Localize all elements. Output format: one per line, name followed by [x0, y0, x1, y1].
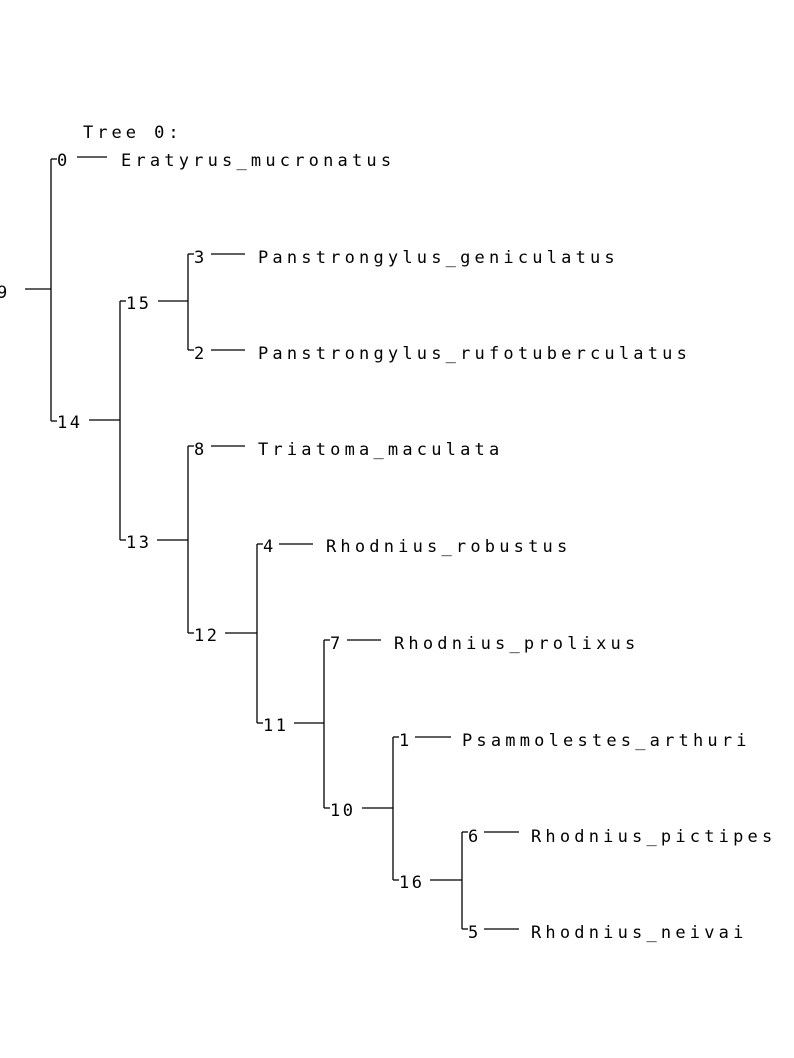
- leaf-number-7: 7: [330, 634, 343, 654]
- taxon-label-eratyrus-mucronatus: Eratyrus_mucronatus: [121, 151, 395, 171]
- taxon-label-psammolestes-arthuri: Psammolestes_arthuri: [462, 731, 751, 751]
- taxon-label-rhodnius-pictipes: Rhodnius_pictipes: [531, 827, 776, 847]
- leaf-number-6: 6: [468, 827, 481, 847]
- taxon-labels: Eratyrus_mucronatus Panstrongylus_genicu…: [121, 151, 776, 943]
- leaf-node-numbers: 0 3 2 8 4 7 1 6 5: [57, 151, 481, 943]
- node-label-12: 12: [194, 626, 219, 646]
- node-label-14: 14: [57, 413, 82, 433]
- taxon-label-panstrongylus-rufotuberculatus: Panstrongylus_rufotuberculatus: [258, 344, 691, 364]
- node-label-16: 16: [399, 873, 424, 893]
- leaf-number-0: 0: [57, 151, 70, 171]
- node-label-11: 11: [263, 716, 288, 736]
- taxon-label-rhodnius-robustus: Rhodnius_robustus: [326, 537, 571, 557]
- leaf-number-1: 1: [399, 731, 412, 751]
- node-label-10: 10: [330, 801, 355, 821]
- leaf-number-3: 3: [194, 248, 207, 268]
- tree-title: Tree 0:: [83, 123, 183, 143]
- tree-branches: [25, 156, 519, 930]
- leaf-number-4: 4: [263, 537, 276, 557]
- taxon-label-triatoma-maculata: Triatoma_maculata: [258, 440, 503, 460]
- internal-node-labels: 9 14 15 13 12 11 10 16: [0, 283, 424, 893]
- leaf-number-2: 2: [194, 344, 207, 364]
- leaf-number-5: 5: [468, 923, 481, 943]
- taxon-label-panstrongylus-geniculatus: Panstrongylus_geniculatus: [258, 248, 619, 268]
- leaf-number-8: 8: [194, 440, 207, 460]
- taxon-label-rhodnius-neivai: Rhodnius_neivai: [531, 923, 748, 943]
- node-label-9: 9: [0, 283, 10, 303]
- node-label-13: 13: [126, 533, 151, 553]
- taxon-label-rhodnius-prolixus: Rhodnius_prolixus: [394, 634, 639, 654]
- node-label-15: 15: [126, 294, 151, 314]
